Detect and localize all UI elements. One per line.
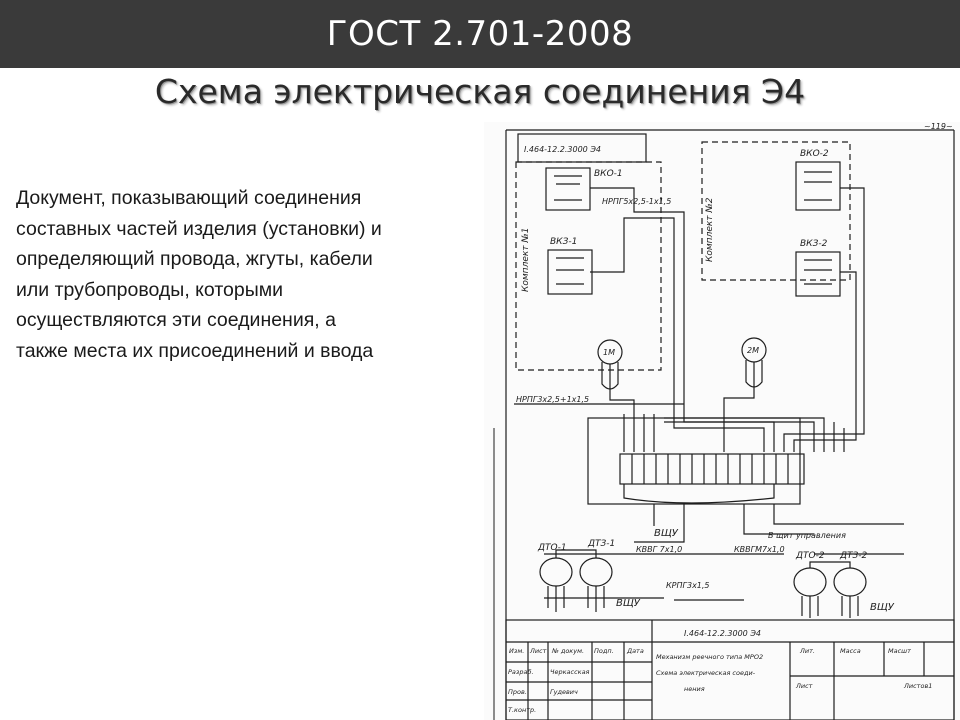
- label-vshu-1: ВЩУ: [654, 528, 679, 539]
- title-block-izm: Изм.: [509, 647, 524, 655]
- device-vkz2: ВКЗ-2: [800, 239, 828, 249]
- title-block-sheets: Листов1: [903, 682, 932, 690]
- title-block-list: Лист: [529, 647, 547, 655]
- sheet-mark: ~119~: [924, 122, 953, 131]
- set-2-label: Комплект №2: [705, 197, 715, 262]
- device-m2: 2М: [747, 346, 759, 355]
- device-dto2: ДТО-2: [795, 551, 825, 561]
- cable-c2: НРПГ3х2,5+1х1,5: [516, 395, 589, 404]
- title-block-code: I.464-12.2.3000 Э4: [684, 629, 761, 638]
- cable-c4: КВВГМ7х1,0: [734, 545, 785, 554]
- cable-c5: КРПГ3х1,5: [666, 581, 710, 590]
- slide-title: ГОСТ 2.701-2008: [326, 14, 634, 54]
- device-vkz1: ВКЗ-1: [550, 237, 577, 247]
- title-block-mass: Масса: [840, 647, 861, 655]
- device-vko1: ВКО-1: [594, 169, 623, 179]
- title-block-name-1: Черкасская: [550, 668, 590, 676]
- title-block-line-1: Механизм реечного типа МРО2: [656, 653, 763, 661]
- title-block-line-3: нения: [684, 685, 705, 693]
- cable-c3: КВВГ 7х1,0: [636, 545, 682, 554]
- cable-c1: НРПГ5х2,5-1х1,5: [602, 197, 671, 206]
- title-block-prov: Пров.: [508, 688, 527, 696]
- title-block-name-2: Гудевич: [550, 688, 578, 696]
- device-vko2: ВКО-2: [800, 149, 829, 159]
- description-text: Документ, показывающий соединения состав…: [16, 187, 382, 362]
- label-vshu-2: ВЩУ: [616, 598, 641, 609]
- title-block-scale: Масшт: [888, 647, 911, 655]
- title-block-line-2: Схема электрическая соеди-: [656, 669, 756, 677]
- device-dtz2: ДТЗ-2: [839, 551, 868, 561]
- slide-subtitle: Схема электрическая соединения Э4: [154, 72, 806, 111]
- label-vshu-3: ВЩУ: [870, 602, 895, 613]
- title-block-sign: Подп.: [594, 647, 614, 655]
- wiring-diagram: ~119~ I.464-12.2.3000 Э4 Комплект №1 Ком…: [484, 122, 960, 720]
- title-block-tkontr: Т.контр.: [508, 706, 536, 714]
- title-block-sheet: Лист: [795, 682, 813, 690]
- title-block-lit: Лит.: [799, 647, 815, 655]
- title-block-razrab: Разраб.: [508, 668, 534, 676]
- device-dto1: ДТО-1: [537, 543, 567, 553]
- device-dtz1: ДТЗ-1: [587, 539, 615, 549]
- set-1-label: Комплект №1: [521, 228, 531, 293]
- title-block-doc: № докум.: [551, 647, 584, 655]
- label-to-control-panel: В щит управления: [768, 531, 846, 540]
- device-m1: 1М: [603, 348, 615, 357]
- title-bar: ГОСТ 2.701-2008: [0, 0, 960, 68]
- title-block-date: Дата: [626, 647, 644, 655]
- top-code: I.464-12.2.3000 Э4: [524, 145, 601, 154]
